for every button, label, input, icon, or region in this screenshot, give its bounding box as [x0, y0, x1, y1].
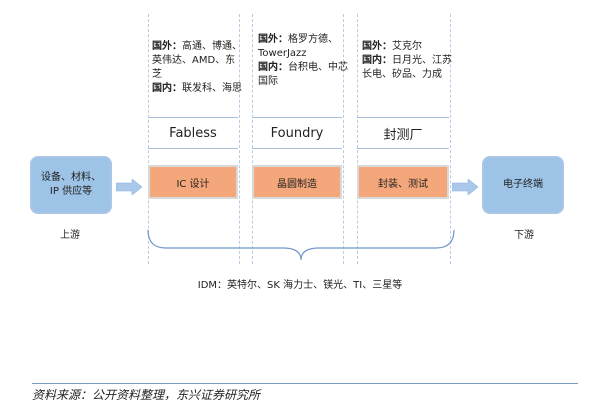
downstream-label: 下游 — [514, 230, 534, 241]
idm-bracket — [147, 229, 455, 261]
upstream-line: 设备、材料、 — [41, 172, 101, 183]
company-line: TowerJazz — [258, 48, 307, 59]
divider — [32, 383, 578, 384]
upstream-label: 上游 — [60, 230, 80, 241]
upstream-box: 设备、材料、 IP 供应等 — [30, 156, 112, 214]
right-arrow-icon — [116, 179, 142, 195]
company-line: 国外：格罗方德、 — [258, 34, 338, 45]
company-line: 国内：日月光、江苏 — [362, 55, 452, 66]
fabless-companies: 国外：高通、博通、 英伟达、AMD、东芝 国内：联发科、海思 — [152, 40, 242, 96]
osat-header: 封测厂 — [357, 117, 449, 149]
osat-column — [357, 14, 451, 264]
source-note: 资料来源：公开资料整理，东兴证券研究所 — [32, 388, 261, 402]
fabless-header: Fabless — [148, 117, 238, 149]
right-arrow-icon — [452, 179, 478, 195]
company-line: 国际 — [258, 76, 278, 87]
foundry-header: Foundry — [252, 117, 342, 149]
company-line: 英伟达、AMD、东芝 — [152, 55, 236, 80]
upstream-line: IP 供应等 — [49, 186, 93, 197]
downstream-text: 电子终端 — [503, 179, 543, 190]
idm-companies: IDM：英特尔、SK 海力士、镁光、TI、三星等 — [197, 280, 403, 291]
packaging-test-stage: 封装、测试 — [357, 165, 449, 199]
company-line: 国内：台积电、中芯 — [258, 62, 348, 73]
ic-design-stage: IC 设计 — [148, 165, 238, 199]
company-line: 国内：联发科、海思 — [152, 83, 242, 94]
company-line: 国外：艾克尔 — [362, 41, 422, 52]
downstream-box: 电子终端 — [482, 156, 564, 214]
foundry-column — [252, 14, 344, 264]
company-line: 长电、矽品、力成 — [362, 69, 442, 80]
osat-companies: 国外：艾克尔 国内：日月光、江苏 长电、矽品、力成 — [362, 40, 454, 82]
fabless-column — [148, 14, 240, 264]
wafer-fab-stage: 晶圆制造 — [252, 165, 342, 199]
foundry-companies: 国外：格罗方德、 TowerJazz 国内：台积电、中芯 国际 — [258, 33, 348, 89]
company-line: 国外：高通、博通、 — [152, 41, 242, 52]
